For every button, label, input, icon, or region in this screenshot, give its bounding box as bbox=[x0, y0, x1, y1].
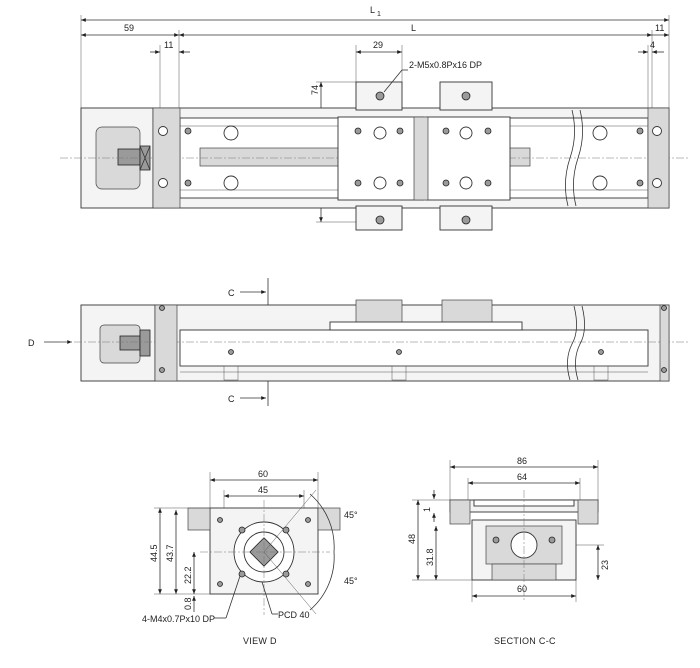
view-d-dim-45: 45 bbox=[258, 485, 268, 495]
view-d-tap-callout: 4-M4x0.7Px10 DP bbox=[142, 614, 215, 624]
section-dim-23: 23 bbox=[600, 560, 610, 570]
view-mark-d: D bbox=[28, 338, 35, 348]
view-d: 60 45 44.5 43.7 22.2 0.8 45° bbox=[142, 469, 358, 646]
view-d-dim-60: 60 bbox=[258, 469, 268, 479]
dim-11-left-label: 11 bbox=[164, 40, 173, 50]
end-cap-left bbox=[152, 107, 181, 209]
view-d-dim-44-5: 44.5 bbox=[149, 544, 159, 562]
dim-l1-label: L bbox=[370, 5, 375, 15]
view-d-angle-top: 45° bbox=[344, 510, 358, 520]
dim-74-label: 74 bbox=[310, 85, 320, 95]
view-d-caption: VIEW D bbox=[243, 636, 277, 646]
section-caption: SECTION C-C bbox=[494, 636, 556, 646]
section-dim-31-8: 31.8 bbox=[425, 548, 435, 566]
view-d-dim-22-2: 22.2 bbox=[183, 566, 193, 584]
dim-l1-subscript: 1 bbox=[377, 11, 381, 18]
section-dim-86: 86 bbox=[517, 456, 527, 466]
coupling bbox=[117, 148, 141, 166]
view-d-tab-right bbox=[317, 507, 341, 531]
view-d-angle-bottom: 45° bbox=[344, 576, 358, 586]
section-dim-1: 1 bbox=[422, 507, 432, 512]
dim-59-label: 59 bbox=[124, 23, 134, 33]
view-d-tab-left bbox=[187, 507, 211, 531]
dim-l-label: L bbox=[411, 23, 416, 33]
dim-29-label: 29 bbox=[373, 40, 383, 50]
end-cap-right bbox=[647, 107, 670, 209]
view-d-dim-0-8: 0.8 bbox=[183, 597, 193, 610]
section-mark-bottom: C bbox=[228, 394, 235, 404]
section-dim-60: 60 bbox=[517, 584, 527, 594]
tap-callout-top: 2-M5x0.8Px16 DP bbox=[409, 60, 482, 70]
section-dim-64: 64 bbox=[517, 472, 527, 482]
dim-4-label: 4 bbox=[650, 40, 655, 50]
section-cc: 86 64 60 48 31.8 1 23 bbox=[407, 456, 610, 646]
top-view: L 1 59 L 11 11 4 29 74 bbox=[60, 5, 690, 231]
dim-11-right-label: 11 bbox=[655, 23, 664, 33]
section-mark-top: C bbox=[228, 288, 235, 298]
view-d-dim-43-7: 43.7 bbox=[165, 544, 175, 562]
section-dim-48: 48 bbox=[407, 534, 417, 544]
view-d-pcd-callout: PCD 40 bbox=[278, 610, 310, 620]
side-view: C C D bbox=[28, 278, 690, 406]
